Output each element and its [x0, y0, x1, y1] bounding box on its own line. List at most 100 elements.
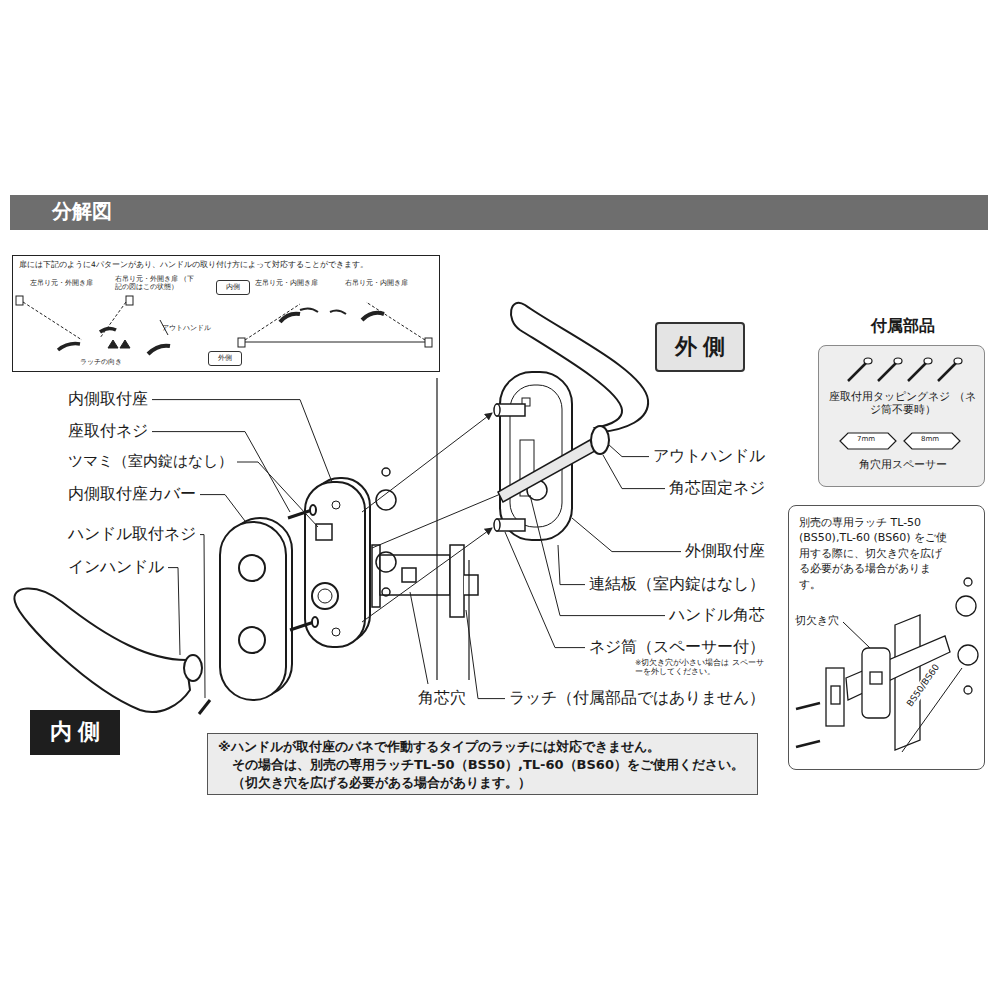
leader-lines-part	[572, 518, 681, 552]
caution-line: ※ハンドルが取付座のバネで作動するタイプのラッチには対応できません。	[218, 739, 660, 755]
inside-handle-part	[199, 700, 210, 714]
latch-part	[450, 545, 464, 617]
leader-lines-part	[168, 568, 180, 655]
accessory-panel	[818, 345, 985, 487]
inside-handle-part	[14, 588, 190, 712]
inner-mounting-plate-part	[305, 482, 365, 647]
outside-handle	[498, 303, 648, 502]
outer-mounting-plate-part	[497, 404, 525, 416]
part-name: 角芯穴	[418, 688, 466, 707]
door-pattern-sketch-part	[126, 296, 133, 305]
accessory-panel-part	[894, 358, 902, 364]
accessory-heading: 付属部品	[819, 316, 986, 336]
part-name: ツマミ（室内錠はなし）	[68, 452, 233, 470]
inner-mounting-plate-part	[290, 622, 314, 630]
leader-lines-part	[505, 532, 585, 648]
rings-part	[376, 552, 396, 572]
assembly-arrows-part	[372, 490, 510, 548]
caution-line: その場合は、別売の専用ラッチTL-50（BS50）,TL-60（BS60）をご使…	[232, 757, 744, 773]
spacer-size: 8mm	[921, 435, 939, 443]
part-name: ハンドル角芯	[669, 605, 765, 624]
rings	[376, 468, 396, 596]
special-latch-sketch-part	[870, 672, 882, 684]
door-pattern-sketch-part	[330, 310, 346, 314]
latch-part	[380, 555, 450, 595]
part-name: 内側取付座カバー	[68, 484, 196, 503]
door-pattern-sketch-part	[245, 342, 425, 343]
inner-mounting-plate-part	[310, 505, 316, 515]
accessory-panel-part	[924, 358, 932, 364]
part-name: ネジ筒（スペーサー付）	[589, 637, 765, 656]
side-tag: 内側	[216, 280, 250, 295]
door-pattern-sketch-part	[100, 328, 116, 332]
door-leaf	[437, 378, 469, 680]
accessory-panel-part	[878, 363, 896, 381]
pattern-caption: 左吊り元・内開き扉	[255, 280, 318, 288]
door-pattern-sketch-part	[245, 304, 300, 340]
part-name: 座取付ネジ	[68, 421, 148, 440]
part-name: インハンドル	[68, 557, 164, 576]
accessory-panel-part	[938, 363, 956, 381]
door-pattern-sketch-part	[280, 314, 300, 322]
inner-mounting-plate	[288, 478, 370, 647]
rings-part	[382, 588, 390, 596]
inside-heading-box: 内側	[30, 710, 120, 755]
pattern-caption: 右吊り元・外開き扉 （下記の図はこの状態）	[115, 276, 195, 292]
leader-lines-part	[410, 592, 428, 684]
side-tag-text: 外側	[218, 355, 232, 363]
accessory-panel-part	[908, 363, 926, 381]
inner-mounting-plate-part	[318, 589, 332, 603]
door-pattern-sketch-part	[23, 302, 82, 340]
door-pattern-sketch-part	[100, 302, 126, 338]
special-latch-sketch-part	[831, 686, 840, 704]
rings-part	[382, 468, 390, 476]
accessory-item: 座取付用タッピングネジ （ネジ筒不要時）	[825, 390, 980, 416]
door-pattern-sketch	[16, 296, 432, 354]
door-leaf-part	[468, 560, 469, 680]
title-text: 分解図	[52, 199, 112, 223]
accessory-panel-part	[818, 345, 985, 487]
side-heading: 外側	[669, 335, 731, 359]
assembly-arrows-part	[362, 528, 492, 622]
special-latch-sketch-part	[964, 686, 972, 694]
accessory-panel-part	[864, 358, 872, 364]
part-name: 角芯固定ネジ	[669, 478, 765, 497]
accessory-panel-part	[904, 433, 960, 449]
outside-heading-box: 外側	[655, 322, 745, 372]
inside-handle-part	[184, 655, 202, 681]
pattern-caption: 左吊り元・外開き扉	[30, 280, 93, 288]
leader-lines-part	[558, 545, 585, 585]
special-latch-sketch-part	[843, 622, 870, 648]
leader-lines-part	[200, 495, 245, 521]
part-name: ラッチ（付属部品ではありません）	[509, 688, 765, 707]
door-pattern-sketch-part	[108, 340, 118, 348]
inner-mounting-plate-part	[312, 617, 318, 627]
inner-plate-cover-part	[239, 555, 265, 581]
latch-part	[464, 575, 478, 595]
door-pattern-sketch-part	[120, 340, 130, 348]
side-tag-text: 内側	[226, 284, 240, 292]
small-note: ※切欠き穴が小さい場合は スペーサーを外してください。	[635, 658, 765, 676]
side-heading: 内側	[44, 720, 106, 744]
special-latch-sketch-part	[958, 645, 978, 665]
part-name: 連結板（室内錠はなし）	[589, 574, 765, 593]
special-latch-sketch-part	[826, 668, 844, 726]
part-name: 内側取付座	[68, 389, 148, 408]
latch	[372, 545, 478, 617]
title-band	[10, 195, 988, 230]
part-name: アウトハンドル	[653, 446, 765, 465]
outer-mounting-plate-part	[497, 519, 525, 531]
outside-handle-part	[511, 303, 648, 432]
rings-part	[376, 490, 396, 510]
outside-handle-part	[591, 426, 609, 454]
intro-note: 扉には下記のように4パターンがあり、ハンドルの取り付け方によって対応することがで…	[19, 260, 435, 269]
outside-handle-part	[498, 440, 595, 502]
special-latch-sketch-part	[796, 741, 820, 747]
door-pattern-sketch-part	[300, 308, 318, 312]
door-pattern-sketch-part	[362, 313, 384, 320]
special-latch-sketch-part	[956, 596, 976, 616]
side-tag: 外側	[208, 351, 242, 366]
assembly-arrows	[362, 413, 510, 622]
caution-box: ※ハンドルが取付座のバネで作動するタイプのラッチには対応できません。その場合は、…	[207, 733, 758, 795]
